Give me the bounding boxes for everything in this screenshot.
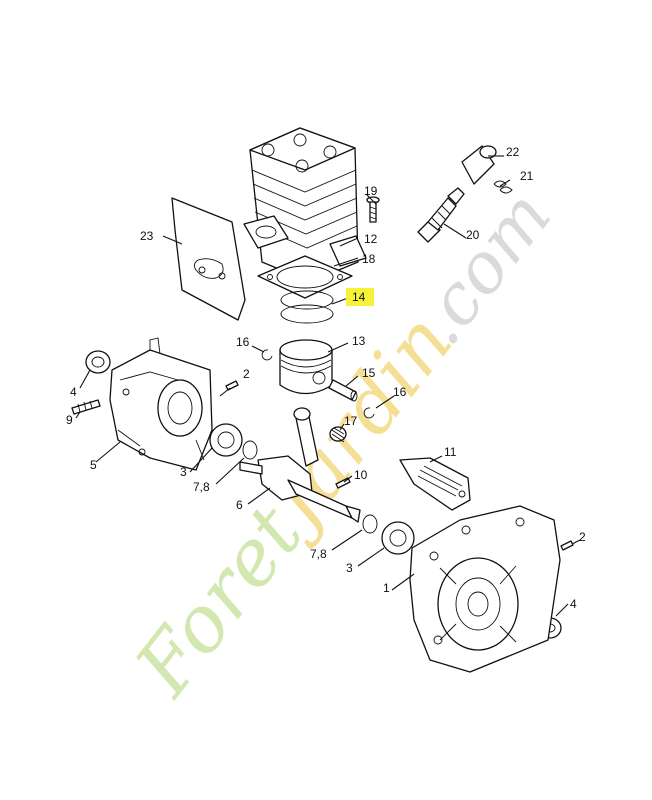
- callout-7-8-right: 7,8: [310, 547, 327, 561]
- leader-lines: [75, 155, 581, 617]
- part-7-8-shim-left: [242, 440, 258, 460]
- part-2-dowel-left: [225, 380, 239, 391]
- callout-5: 5: [90, 458, 97, 472]
- part-9-screw: [71, 399, 101, 415]
- callout-2-left: 2: [243, 367, 250, 381]
- callout-22: 22: [506, 145, 520, 159]
- callout-15: 15: [362, 366, 376, 380]
- part-11-bracket: [399, 457, 471, 511]
- part-22-plug-boot: [461, 145, 497, 185]
- part-17-needle-bearing: [329, 426, 347, 443]
- callout-21: 21: [520, 169, 534, 183]
- part-15-piston-pin: [328, 379, 358, 402]
- part-6-crankshaft: [239, 407, 361, 523]
- callout-16-left: 16: [236, 335, 250, 349]
- callout-9: 9: [66, 413, 73, 427]
- highlight-part-14: [346, 288, 374, 306]
- callout-17: 17: [344, 414, 358, 428]
- part-23-gasket: [171, 197, 246, 321]
- callout-labels: 1 2 2 3 3 4 4 5 6 7,8 7,8 9 10 11 12 13 …: [66, 145, 586, 611]
- callout-7-8-left: 7,8: [193, 480, 210, 494]
- callout-4-right: 4: [570, 597, 577, 611]
- part-5-crankcase-half: [109, 337, 213, 471]
- part-16-circlip-right: [363, 407, 375, 419]
- part-20-spark-plug: [417, 187, 465, 243]
- part-4-seal-left: [85, 350, 111, 374]
- callout-6: 6: [236, 498, 243, 512]
- part-21-spring: [493, 180, 513, 194]
- part-3-bearing-right: [381, 521, 415, 555]
- callout-23: 23: [140, 229, 154, 243]
- callout-16-right: 16: [393, 385, 407, 399]
- part-3-bearing-left: [209, 423, 243, 457]
- callout-4-left: 4: [70, 385, 77, 399]
- callout-12: 12: [364, 232, 378, 246]
- part-14-piston-rings: [280, 290, 334, 324]
- part-18-base-gasket: [257, 255, 353, 299]
- callout-3-right: 3: [346, 561, 353, 575]
- part-7-8-shim-right: [362, 514, 378, 534]
- callout-3-left: 3: [180, 465, 187, 479]
- callout-18: 18: [362, 252, 376, 266]
- part-2-dowel-right: [560, 540, 574, 551]
- callout-13: 13: [352, 334, 366, 348]
- part-12-cylinder: [243, 127, 367, 283]
- watermark-text-green: Foret: [118, 489, 321, 713]
- callout-20: 20: [466, 228, 480, 242]
- callout-10: 10: [354, 468, 368, 482]
- callout-14: 14: [352, 290, 366, 304]
- part-16-circlip-left: [261, 349, 273, 361]
- callout-1: 1: [383, 581, 390, 595]
- part-1-crankcase-half: [409, 505, 561, 673]
- callout-19: 19: [364, 184, 378, 198]
- part-13-piston: [279, 339, 333, 395]
- callout-11: 11: [444, 445, 457, 459]
- callout-2-right: 2: [579, 530, 586, 544]
